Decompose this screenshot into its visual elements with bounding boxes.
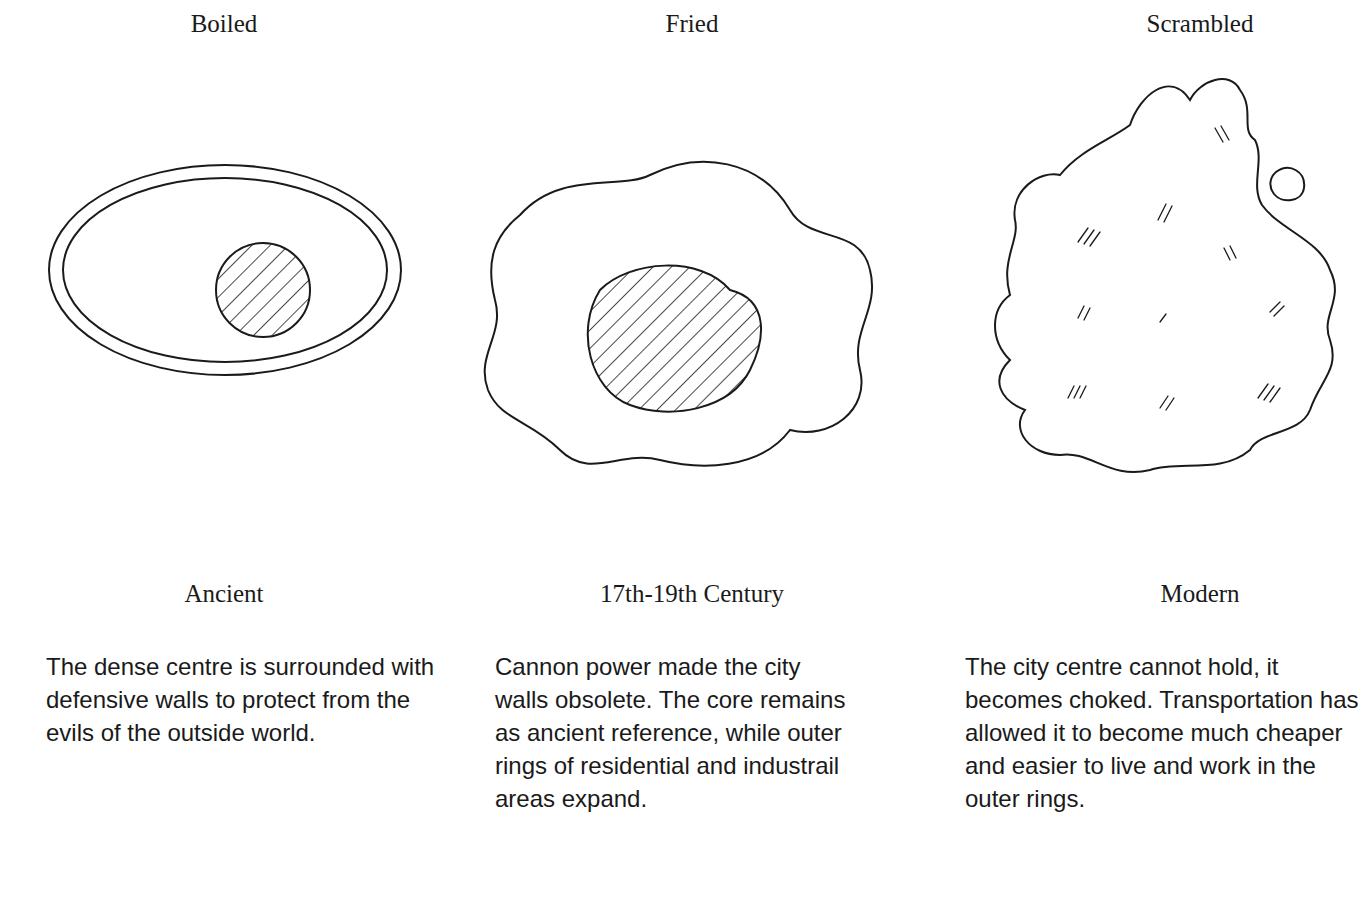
- egg-title: Scrambled: [1147, 10, 1254, 38]
- egg-title: Boiled: [191, 10, 258, 38]
- era-description: The dense centre is surrounded with defe…: [46, 650, 446, 749]
- scrambled-egg: [995, 79, 1335, 472]
- era-label: Ancient: [184, 580, 263, 608]
- fried-egg: [485, 162, 872, 466]
- era-description: The city centre cannot hold, it becomes …: [965, 650, 1360, 815]
- era-description: Cannon power made the city walls obsolet…: [495, 650, 855, 815]
- egg-title: Fried: [666, 10, 719, 38]
- boiled-egg: [49, 165, 401, 375]
- era-label: 17th-19th Century: [600, 580, 784, 608]
- era-label: Modern: [1160, 580, 1239, 608]
